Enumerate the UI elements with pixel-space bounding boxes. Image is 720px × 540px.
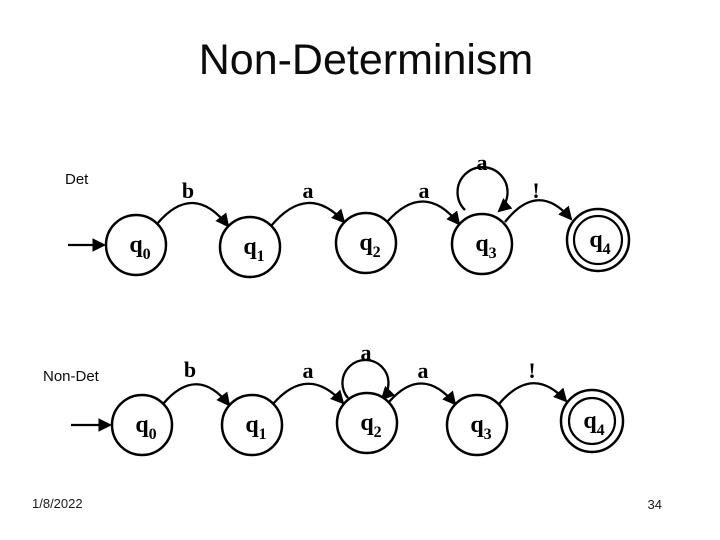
det-row-label: Det (65, 171, 89, 188)
nondet-state-q4-label: q4 (583, 408, 604, 439)
nondet-state-q2-label: q2 (360, 410, 381, 441)
det-state-q4-inner (572, 214, 624, 266)
det-label-bang: ! (532, 178, 539, 203)
det-label-b: b (182, 178, 194, 203)
nondet-row-label: Non-Det (43, 368, 100, 385)
det-state-q4-outer (565, 207, 631, 273)
nondet-edge-q3-q4 (498, 382, 568, 405)
det-state-q0 (104, 213, 168, 277)
nondet-label-a2: a (418, 358, 429, 383)
det-state-q2-label: q2 (359, 230, 380, 261)
det-label-a-loop: a (477, 150, 488, 175)
det-state-q3 (450, 212, 514, 276)
nondet-label-bang: ! (528, 358, 535, 383)
nondet-selfloop-q2 (341, 358, 396, 401)
nondet-state-q3-label: q3 (470, 412, 491, 443)
nondet-state-q1-label: q1 (245, 412, 266, 443)
nondet-label-a-loop: a (361, 340, 372, 365)
det-state-q4-label: q4 (589, 227, 610, 258)
nondet-edge-q2-q3 (388, 382, 457, 406)
nondet-state-q3 (445, 393, 509, 457)
det-automaton: Det q0 q1 q2 q3 q4 b a a a (65, 150, 631, 279)
nondet-edge-q0-q1 (162, 383, 231, 407)
nondet-edge-q1-q2 (272, 382, 345, 405)
det-edge-q1-q2 (270, 201, 346, 227)
page-title: Non-Determinism (198, 36, 534, 84)
nondet-automaton: Non-Det q0 q1 q2 q3 q4 b a a a (43, 340, 625, 457)
nondet-label-b: b (184, 357, 196, 382)
det-edge-q3-q4 (504, 199, 573, 223)
nondet-state-q2 (335, 391, 399, 455)
det-state-q2 (334, 211, 398, 275)
nondet-label-a1: a (303, 358, 314, 383)
det-state-q0-label: q0 (129, 232, 150, 263)
nondet-state-q1 (220, 393, 284, 457)
det-edge-q2-q3 (386, 200, 461, 226)
footer-date: 1/8/2022 (32, 496, 83, 511)
det-state-q1 (218, 215, 282, 279)
nondet-state-q4-inner (567, 396, 617, 446)
det-label-a1: a (303, 178, 314, 203)
nondet-state-q0-label: q0 (135, 412, 156, 443)
det-selfloop-q3 (456, 166, 513, 213)
det-edge-q0-q1 (156, 201, 230, 228)
nondet-state-q0 (110, 393, 174, 457)
det-state-q3-label: q3 (475, 231, 496, 262)
footer-page-number: 34 (647, 497, 662, 512)
det-label-a2: a (419, 178, 430, 203)
det-state-q1-label: q1 (243, 234, 264, 265)
